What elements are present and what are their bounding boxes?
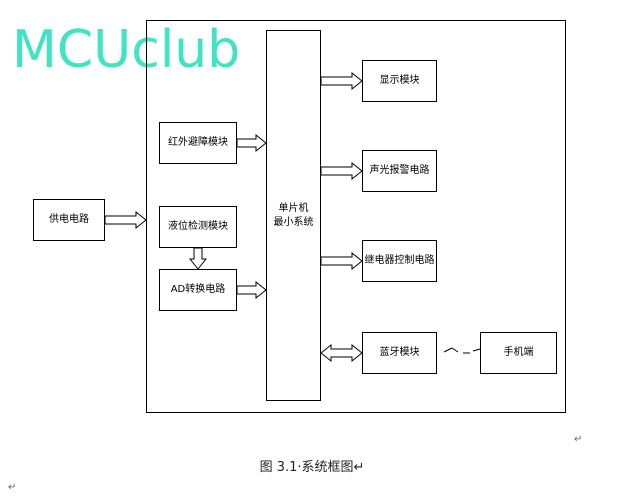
arrow-mcu-to-display (320, 71, 363, 91)
block-power-supply: 供电电路 (33, 199, 105, 241)
arrow-infrared-to-mcu (236, 133, 267, 153)
arrow-power-to-frame (104, 210, 147, 230)
block-phone: 手机端 (480, 332, 557, 374)
block-relay: 继电器控制电路 (362, 240, 437, 282)
arrow-mcu-to-alarm (320, 161, 363, 181)
arrow-level-to-adc (188, 247, 208, 270)
watermark-logo: MCUclub (12, 20, 241, 80)
system-frame (146, 20, 566, 413)
block-display: 显示模块 (362, 60, 437, 102)
arrow-mcu-bluetooth-bidirectional (320, 343, 363, 363)
block-bluetooth: 蓝牙模块 (362, 332, 437, 374)
block-mcu: 单片机 最小系统 (266, 30, 321, 401)
arrow-adc-to-mcu (236, 280, 267, 300)
block-alarm: 声光报警电路 (362, 150, 437, 192)
paragraph-mark: ↵ (574, 434, 583, 445)
paragraph-mark: ↵ (8, 482, 17, 493)
wireless-link (443, 347, 481, 354)
arrow-mcu-to-relay (320, 251, 363, 271)
figure-caption: 图 3.1·系统框图↵ (259, 460, 365, 475)
